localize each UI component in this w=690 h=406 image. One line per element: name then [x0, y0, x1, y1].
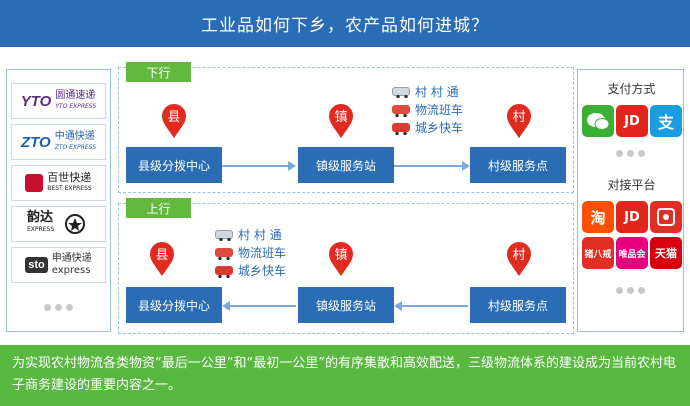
jd-platform-icon[interactable]: JD — [616, 201, 648, 233]
page-title: 工业品如何下乡，农产品如何进城？ — [0, 0, 690, 47]
sto-name: 申通快递 — [51, 253, 92, 264]
courier-logo-yunda: 韵达 EXPRESS — [11, 206, 106, 242]
sto-mark: sto — [25, 257, 48, 273]
courier-logo-sto: sto 申通快递 express — [11, 247, 106, 283]
zto-mark: ZTO — [20, 133, 51, 151]
down-town-station[interactable]: 镇级服务站 — [298, 147, 394, 183]
yto-mark: YTO — [20, 92, 52, 110]
yunda-sub: EXPRESS — [26, 226, 55, 233]
vehicle-label: 物流班车 — [238, 245, 287, 260]
courier-logo-best: 百世快递 BEST EXPRESS — [11, 165, 106, 201]
taobao-glyph: 淘 — [590, 208, 606, 227]
node-label: 县级分拨中心 — [137, 158, 210, 173]
upstream-vehicles: 村 村 通 物流班车 城乡快车 — [215, 225, 286, 279]
down-county-center[interactable]: 县级分拨中心 — [126, 147, 222, 183]
up-village-point[interactable]: 村级服务点 — [470, 287, 566, 323]
downstream-vehicles: 村 村 通 物流班车 城乡快车 — [392, 82, 463, 136]
jd-pay-glyph: JD — [624, 113, 640, 129]
village-pin-icon: 村 — [504, 240, 534, 280]
vehicle-label: 城乡快车 — [415, 120, 464, 135]
pin-label: 镇 — [334, 248, 347, 263]
zhubajie-glyph: 猪八戒 — [584, 249, 612, 260]
footer-text: 为实现农村物流各类物资“最后一公里”和“最初一公里”的有序集散和高效配送，三级物… — [12, 356, 676, 393]
node-label: 镇级服务站 — [315, 158, 376, 173]
down-village-point[interactable]: 村级服务点 — [470, 147, 566, 183]
pin-label: 县 — [155, 248, 168, 263]
alipay-glyph: 支 — [657, 113, 674, 132]
best-logo-icon — [25, 174, 44, 192]
down-arrow — [222, 161, 296, 171]
express-car-icon — [215, 265, 233, 278]
vip-icon[interactable]: 唯品会 — [616, 237, 648, 269]
more-couriers-dots[interactable] — [44, 304, 73, 311]
node-label: 镇级服务站 — [315, 298, 376, 313]
taobao-icon[interactable]: 淘 — [582, 201, 614, 233]
footer-description: 为实现农村物流各类物资“最后一公里”和“最初一公里”的有序集散和高效配送，三级物… — [0, 345, 690, 406]
alipay-icon[interactable]: 支 — [650, 105, 682, 137]
up-town-station[interactable]: 镇级服务站 — [298, 287, 394, 323]
village-pin-icon: 村 — [504, 102, 534, 142]
zhubajie-icon[interactable]: 猪八戒 — [582, 237, 614, 269]
village-bus-icon — [215, 229, 233, 241]
up-arrow — [396, 305, 468, 307]
pin-label: 村 — [512, 110, 525, 125]
yto-sub: YTO EXPRESS — [55, 103, 97, 110]
town-pin-icon: 镇 — [326, 240, 356, 280]
zto-name: 中通快递 — [54, 131, 95, 142]
yunda-star-icon — [65, 214, 86, 234]
more-platforms-dots[interactable] — [616, 287, 645, 294]
vehicle-label: 村 村 通 — [238, 227, 282, 242]
courier-list: YTO 圆通速递 YTO EXPRESS ZTO 中通快递 ZTO EXPRES… — [6, 69, 111, 332]
page-title-text: 工业品如何下乡，农产品如何进城？ — [201, 16, 489, 36]
county-pin-icon: 县 — [159, 102, 189, 142]
jd-platform-glyph: JD — [624, 209, 640, 225]
village-bus-icon — [392, 86, 410, 98]
down-arrow — [394, 161, 470, 171]
town-pin-icon: 镇 — [326, 102, 356, 142]
shuttle-truck-icon — [215, 247, 233, 260]
jd-pay-icon[interactable]: JD — [616, 105, 648, 137]
zto-sub: ZTO EXPRESS — [54, 144, 97, 151]
yunda-name: 韵达 — [26, 210, 53, 225]
yto-name: 圆通速递 — [55, 90, 96, 101]
pinduoduo-icon[interactable] — [650, 201, 682, 233]
tmall-glyph: 天猫 — [655, 247, 677, 260]
up-county-center[interactable]: 县级分拨中心 — [126, 287, 222, 323]
shuttle-truck-icon — [392, 104, 410, 117]
tmall-icon[interactable]: 天猫 — [650, 237, 682, 269]
payment-title: 支付方式 — [607, 82, 656, 96]
courier-logo-yto: YTO 圆通速递 YTO EXPRESS — [11, 83, 106, 119]
upstream-tag: 上行 — [126, 198, 191, 218]
best-name: 百世快递 — [47, 171, 92, 184]
platforms-title: 对接平台 — [607, 178, 656, 192]
node-label: 县级分拨中心 — [137, 298, 210, 313]
payment-platform-panel: 支付方式 JD 支 对接平台 淘 JD 猪八戒 唯品会 天猫 — [577, 69, 684, 332]
county-pin-icon: 县 — [147, 240, 177, 280]
courier-logo-zto: ZTO 中通快递 ZTO EXPRESS — [11, 124, 106, 160]
vip-glyph: 唯品会 — [618, 249, 646, 260]
vehicle-label: 村 村 通 — [415, 84, 459, 99]
node-label: 村级服务点 — [487, 158, 548, 173]
more-payments-dots[interactable] — [616, 150, 645, 157]
pin-label: 镇 — [334, 110, 347, 125]
node-label: 村级服务点 — [487, 298, 548, 313]
pin-label: 村 — [512, 248, 525, 263]
wechat-pay-icon[interactable] — [582, 105, 614, 137]
express-car-icon — [392, 122, 410, 135]
downstream-tag: 下行 — [126, 62, 191, 82]
up-arrow — [224, 305, 296, 307]
sto-sub: express — [51, 265, 91, 276]
pin-label: 县 — [167, 110, 180, 125]
best-sub: BEST EXPRESS — [47, 185, 92, 192]
vehicle-label: 物流班车 — [415, 102, 464, 117]
vehicle-label: 城乡快车 — [238, 263, 287, 278]
